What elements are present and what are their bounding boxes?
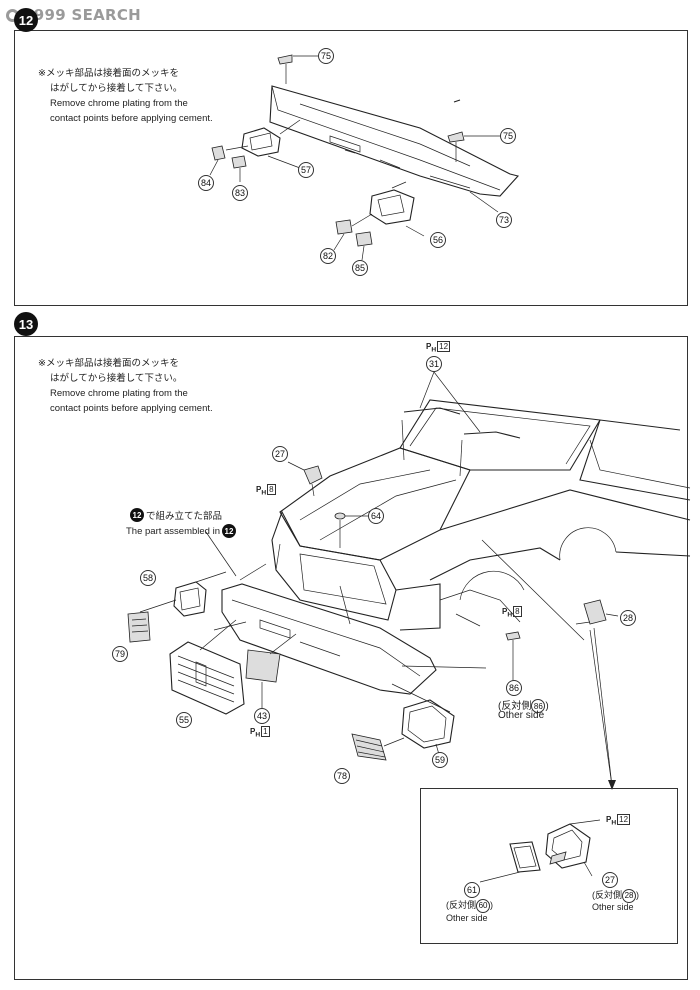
inset-box	[420, 788, 678, 944]
step-12-ref-badge-2: 12	[222, 524, 236, 538]
part-55-callout: 55	[176, 712, 192, 728]
part-27-other-side-en: Other side	[592, 902, 634, 912]
step-12-panel	[14, 30, 688, 306]
part-86-other-side-en: Other side	[498, 710, 545, 721]
step-13-badge: 13	[14, 312, 38, 336]
part-60-callout: 60	[476, 898, 491, 913]
part-57-callout: 57	[298, 162, 314, 178]
part-75-right-callout: 75	[500, 128, 516, 144]
step-12-note: ※メッキ部品は接着面のメッキを はがしてから接着して下さい。 Remove ch…	[38, 66, 213, 126]
watermark-text: 1999 SEARCH	[23, 6, 142, 24]
bumper-drawing	[269, 85, 520, 197]
note-en-line1: Remove chrome plating from the	[50, 98, 188, 109]
part-61-callout: 61	[464, 882, 480, 898]
part-86-callout: 86	[506, 680, 522, 696]
part-82-callout: 82	[320, 248, 336, 264]
step-12-ref-badge: 12	[130, 508, 144, 522]
note-jp-line2: はがしてから接着して下さい。	[50, 373, 183, 384]
step-12-badge: 12	[14, 8, 38, 32]
note-en-line1: Remove chrome plating from the	[50, 388, 188, 399]
note-jp-line1: ※メッキ部品は接着面のメッキを	[38, 68, 179, 79]
note-en-line2: contact points before applying cement.	[50, 113, 213, 124]
part-84-callout: 84	[198, 175, 214, 191]
assembled-part-label: 12 で組み立てた部品 The part assembled in 12	[126, 508, 236, 538]
part-64-callout: 64	[368, 508, 384, 524]
part-86-other-callout: 86	[531, 699, 546, 714]
car-body-drawing	[271, 399, 691, 641]
part-27-callout: 27	[272, 446, 288, 462]
part-75-top-callout: 75	[318, 48, 334, 64]
part-73-callout: 73	[496, 212, 512, 228]
part-83-callout: 83	[232, 185, 248, 201]
part-58-callout: 58	[140, 570, 156, 586]
step-13-panel	[14, 336, 688, 980]
part-43-callout: 43	[254, 708, 270, 724]
part-85-callout: 85	[352, 260, 368, 276]
note-jp-line2: はがしてから接着して下さい。	[50, 83, 183, 94]
assembled-jp: で組み立てた部品	[146, 511, 223, 522]
part-78-callout: 78	[334, 768, 350, 784]
part-28-inset-callout: 28	[622, 888, 637, 903]
note-jp-line1: ※メッキ部品は接着面のメッキを	[38, 358, 179, 369]
part-28-callout: 28	[620, 610, 636, 626]
assembled-en: The part assembled in	[126, 525, 220, 537]
part-79-callout: 79	[112, 646, 128, 662]
part-27-inset-callout: 27	[602, 872, 618, 888]
note-en-line2: contact points before applying cement.	[50, 403, 213, 414]
part-59-callout: 59	[432, 752, 448, 768]
part-31-callout: 31	[426, 356, 442, 372]
step-13-note: ※メッキ部品は接着面のメッキを はがしてから接着して下さい。 Remove ch…	[38, 356, 213, 416]
part-61-other-side-en: Other side	[446, 913, 488, 923]
part-56-callout: 56	[430, 232, 446, 248]
